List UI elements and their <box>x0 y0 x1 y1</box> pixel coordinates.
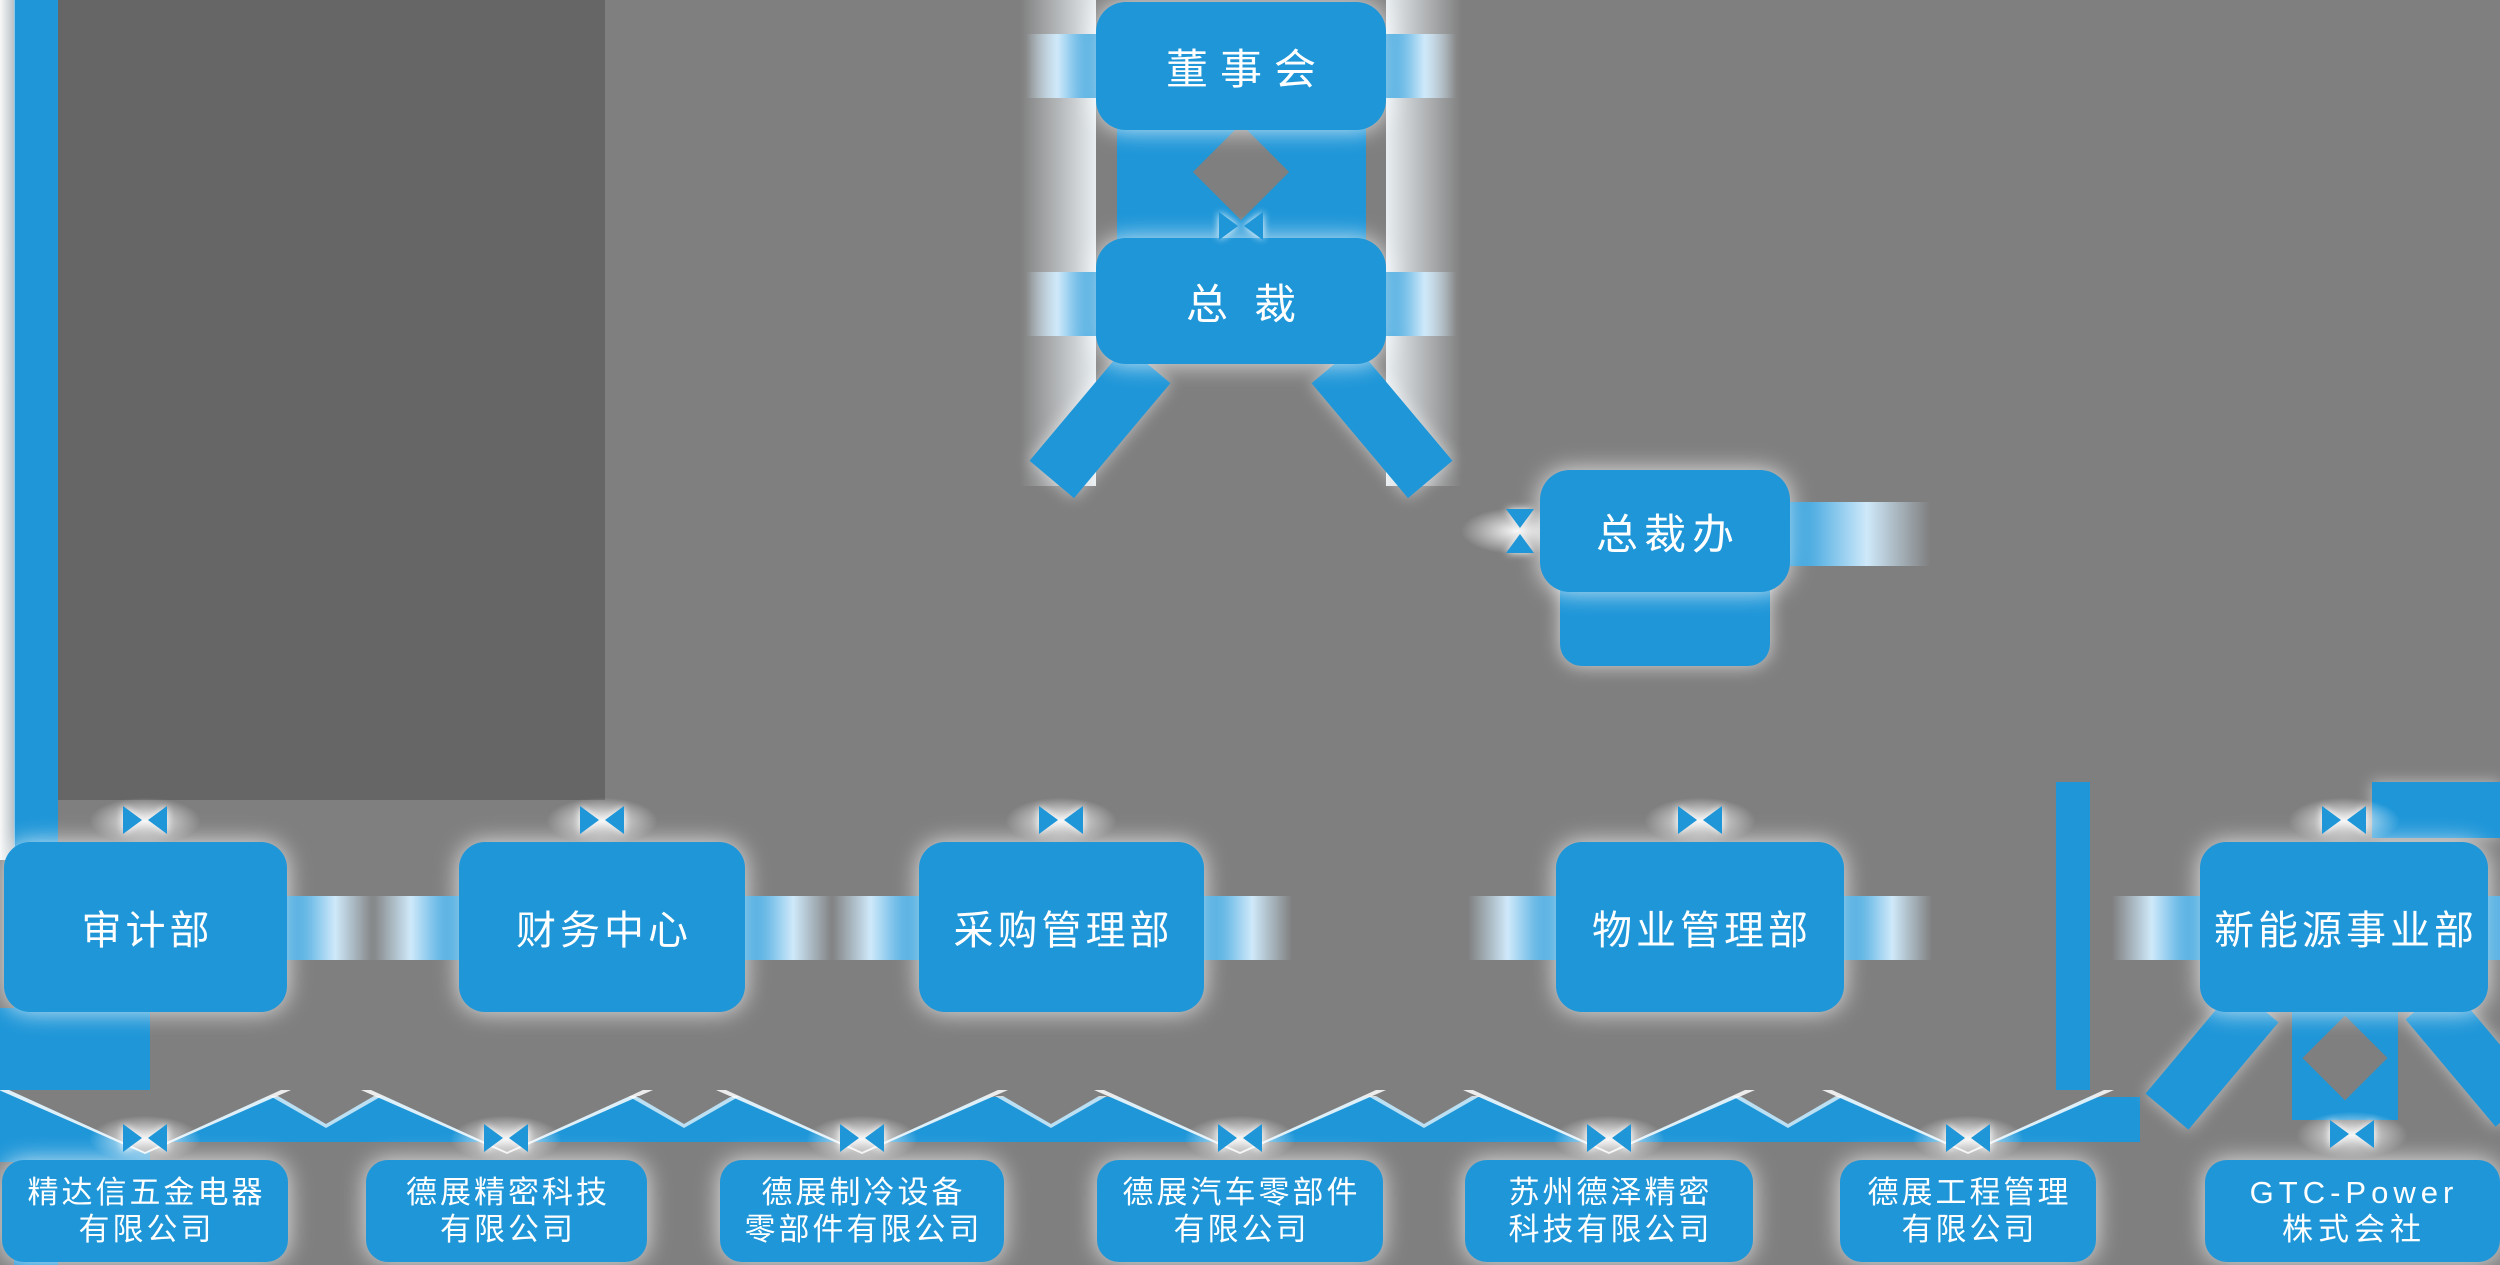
company-name-line2: 零部件有限公司 <box>744 1212 983 1247</box>
president-left-wing <box>1026 272 1096 336</box>
company-name-line2: 株式会社 <box>2281 1212 2426 1247</box>
notch-glow <box>451 1116 561 1162</box>
company-node: 精达信五金电器 有限公司 <box>2 1160 288 1262</box>
dept-wing <box>1844 896 1932 960</box>
board-right-wing <box>1386 34 1456 98</box>
bowtie-connector <box>840 1124 884 1152</box>
dept-label: 财务中心 <box>516 909 692 953</box>
dept-label: 物业管理部 <box>1592 909 1812 953</box>
new-energy-division-node: 新能源事业部 <box>2200 842 2488 1012</box>
company-name-line2: 有限公司 <box>1173 1212 1310 1247</box>
notch-glow <box>90 1116 200 1162</box>
bowtie-connector <box>2322 806 2366 834</box>
notch-glow <box>1554 1116 1664 1162</box>
company-name-line1: 苏州德泽精密 <box>1508 1175 1713 1210</box>
bowtie-connector <box>123 806 167 834</box>
company-node: 德展工程管理 有限公司 <box>1840 1160 2096 1262</box>
dept-wing <box>1204 896 1292 960</box>
dept-wing <box>1468 896 1556 960</box>
company-node: 德展精密科技 有限公司 <box>366 1160 647 1262</box>
notch-glow <box>1645 798 1755 844</box>
audit-dept-node: 审计部 <box>4 842 287 1012</box>
company-node: GTC-Power 株式会社 <box>2205 1160 2500 1262</box>
company-label: 精达信五金电器 有限公司 <box>25 1174 266 1248</box>
company-label: 德展汽车零部件 有限公司 <box>1120 1174 1361 1248</box>
dept-wing <box>287 896 375 960</box>
notch-glow <box>547 798 657 844</box>
bowtie-connector <box>2330 1120 2374 1148</box>
board-node: 董事会 <box>1096 2 1386 130</box>
notch-glow <box>2297 1112 2407 1158</box>
left-edge-ribbon-glow <box>0 0 15 860</box>
dept-label: 采购管理部 <box>953 909 1174 953</box>
bowtie-connector <box>1506 509 1534 553</box>
dept-label: 新能源事业部 <box>2214 909 2478 953</box>
company-name-line1: 德展工程管理 <box>1867 1175 2072 1210</box>
notch-glow <box>807 1116 917 1162</box>
bowtie-connector <box>484 1124 528 1152</box>
notch-glow <box>90 798 200 844</box>
notch-glow <box>1913 1116 2023 1162</box>
dept-wing <box>831 896 919 960</box>
company-label: 德展制冷设备 零部件有限公司 <box>742 1174 983 1248</box>
bowtie-connector <box>1678 806 1722 834</box>
board-label: 董事会 <box>1165 45 1328 93</box>
property-dept-node: 物业管理部 <box>1556 842 1844 1012</box>
company-name-line2: 科技有限公司 <box>1508 1212 1713 1247</box>
bowtie-connector <box>580 806 624 834</box>
bowtie-connector <box>1219 212 1263 240</box>
company-name-line1: 精达信五金电器 <box>27 1175 266 1210</box>
notch-glow <box>2289 798 2399 844</box>
company-label: 德展工程管理 有限公司 <box>1865 1174 2072 1248</box>
dept-wing <box>745 896 833 960</box>
bowtie-connector <box>1946 1124 1990 1152</box>
vertical-trunk <box>2056 782 2090 1098</box>
company-node: 德展制冷设备 零部件有限公司 <box>720 1160 1004 1262</box>
dept-wing <box>371 896 459 960</box>
procurement-dept-node: 采购管理部 <box>919 842 1204 1012</box>
bowtie-connector <box>1218 1124 1262 1152</box>
dept-label: 审计部 <box>81 909 214 953</box>
background-panel <box>58 0 605 800</box>
company-label: 德展精密科技 有限公司 <box>403 1174 610 1248</box>
bowtie-connector <box>1039 806 1083 834</box>
president-office-right-wing <box>1790 502 1930 566</box>
finance-center-node: 财务中心 <box>459 842 745 1012</box>
president-label: 总裁 <box>1185 280 1322 328</box>
company-name-line1: GTC-Power <box>2249 1175 2459 1210</box>
company-name-line1: 德展汽车零部件 <box>1122 1175 1361 1210</box>
company-node: 苏州德泽精密 科技有限公司 <box>1465 1160 1753 1262</box>
president-office-node: 总裁办 <box>1540 470 1790 592</box>
president-office-label: 总裁办 <box>1595 510 1740 558</box>
company-label: 苏州德泽精密 科技有限公司 <box>1506 1174 1713 1248</box>
president-right-wing <box>1386 272 1456 336</box>
dept-wing <box>2112 896 2200 960</box>
notch-glow <box>1006 798 1116 844</box>
company-name-line2: 有限公司 <box>440 1212 576 1247</box>
bowtie-connector <box>123 1124 167 1152</box>
company-name-line2: 有限公司 <box>78 1212 215 1247</box>
company-node: 德展汽车零部件 有限公司 <box>1097 1160 1383 1262</box>
company-name-line1: 德展制冷设备 <box>761 1175 966 1210</box>
president-node: 总裁 <box>1096 238 1386 364</box>
company-name-line1: 德展精密科技 <box>406 1175 610 1210</box>
company-name-line2: 有限公司 <box>1901 1212 2038 1247</box>
dept-wing <box>2488 896 2500 960</box>
notch-glow <box>1185 1116 1295 1162</box>
bowtie-connector <box>1587 1124 1631 1152</box>
company-label: GTC-Power 株式会社 <box>2247 1174 2459 1248</box>
board-left-wing <box>1026 34 1096 98</box>
